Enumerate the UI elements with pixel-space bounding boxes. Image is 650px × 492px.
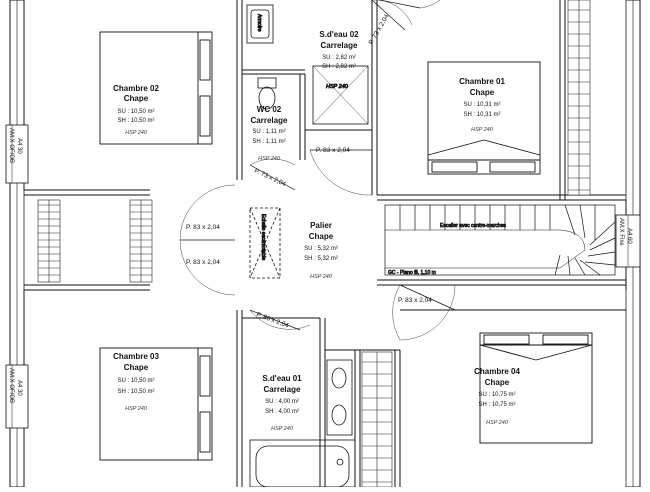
room-sh: SH : 4,00 m² (265, 409, 299, 415)
room-floor: Carrelage (264, 385, 301, 394)
door-label-sdeau-01: P. 83 x 2,04 (255, 311, 290, 329)
shower-sdeau-02: HSP 240 (312, 65, 369, 125)
room-name: Chambre 02 (113, 84, 159, 93)
staircase: Escalier avec contre-marches GC - Plano … (384, 204, 616, 276)
room-name: Chambre 01 (459, 77, 505, 86)
window-left-top-dim: A4 30 (16, 138, 22, 154)
door-label-sdeau-02: P. 73 x 2,04 (368, 13, 391, 46)
attic-ladder-label: Echelle escamotable (260, 214, 266, 260)
room-sh: SH : 2,82 m² (322, 64, 356, 70)
door-swings (179, 0, 456, 341)
door-label-chambre-04: P. 83 x 2,04 (398, 297, 432, 304)
room-hsp: HSP 240 (486, 420, 509, 426)
shower-hsp: HSP 240 (326, 84, 349, 90)
window-left-top: AM.X OF/OB A4 30 (5, 124, 29, 184)
room-su: SU : 1,11 m² (252, 129, 285, 135)
vanity-sdeau-01 (326, 359, 353, 436)
closet-bottom (361, 351, 393, 488)
attic-ladder: Echelle escamotable (249, 207, 281, 279)
bed-chambre-03 (99, 347, 213, 461)
room-floor: Chape (309, 232, 334, 241)
window-right-type: AM.X Fixe (618, 218, 624, 246)
room-su: SU : 4,00 m² (265, 399, 299, 405)
room-sh: SH : 10,50 m² (117, 389, 154, 395)
staircase-label: Escalier avec contre-marches (440, 223, 506, 229)
room-floor: Chape (470, 88, 495, 97)
room-hsp: HSP 240 (125, 406, 148, 412)
door-label-chambre-03: P. 83 x 2,04 (186, 259, 220, 266)
room-label-sdeau-01: S.d'eau 01 Carrelage SU : 4,00 m² SH : 4… (262, 374, 302, 432)
room-label-chambre-02: Chambre 02 Chape SU : 10,50 m² SH : 10,5… (113, 84, 159, 136)
window-left-bottom-dim: A4 30 (16, 380, 22, 396)
room-su: SU : 10,75 m² (478, 392, 515, 398)
room-hsp: HSP 240 (258, 156, 281, 162)
window-right-dim: A4 60 (626, 228, 632, 244)
armoire-label: Armoire (256, 14, 262, 32)
staircase-gc: GC - Plano fil. 1,10 m (388, 270, 436, 276)
bed-chambre-02 (99, 31, 213, 145)
room-label-chambre-01: Chambre 01 Chape SU : 10,31 m² SH : 10,3… (459, 77, 505, 133)
room-label-wc-02: WC 02 Carrelage SU : 1,11 m² SH : 1,11 m… (251, 105, 288, 162)
room-name: Chambre 03 (113, 352, 159, 361)
room-name: S.d'eau 02 (319, 30, 359, 39)
room-floor: Chape (124, 94, 149, 103)
room-floor: Chape (485, 378, 510, 387)
bathtub-sdeau-01 (249, 439, 356, 488)
room-sh: SH : 1,11 m² (252, 139, 285, 145)
room-name: Palier (310, 221, 332, 230)
room-sh: SH : 10,75 m² (478, 402, 515, 408)
room-name: Chambre 04 (474, 367, 520, 376)
door-label-chambre-02: P. 83 x 2,04 (186, 224, 220, 231)
interior-walls (24, 0, 626, 487)
room-floor: Carrelage (251, 116, 288, 125)
room-sh: SH : 10,31 m² (463, 112, 500, 118)
closet-right-top (567, 0, 591, 196)
window-left-bottom-type: AM.X OF/OB (8, 368, 14, 403)
room-su: SU : 2,82 m² (322, 55, 356, 61)
room-hsp: HSP 240 (471, 127, 494, 133)
room-su: SU : 10,31 m² (463, 102, 500, 108)
bed-chambre-04 (479, 332, 593, 444)
door-label-wc-02: P. 73 x 2,04 (253, 167, 287, 188)
room-floor: Carrelage (321, 41, 358, 50)
room-hsp: HSP 240 (125, 130, 148, 136)
sink-top: Armoire (246, 4, 274, 44)
room-label-sdeau-02: S.d'eau 02 Carrelage SU : 2,82 m² SH : 2… (319, 30, 359, 70)
room-su: SU : 10,50 m² (117, 378, 154, 384)
window-left-bottom: AM.X OF/OB A4 30 (5, 364, 29, 429)
room-name: S.d'eau 01 (262, 374, 302, 383)
room-hsp: HSP 240 (310, 274, 333, 280)
window-right: AM.X Fixe A4 60 (615, 214, 641, 268)
toilet-wc-02 (257, 77, 277, 110)
closet-left (37, 199, 153, 283)
room-sh: SH : 10,50 m² (117, 118, 154, 124)
door-label-chambre-01: P. 83 x 2,04 (316, 147, 350, 154)
wall-glazing (23, 0, 627, 487)
room-su: SU : 10,50 m² (117, 109, 154, 115)
room-hsp: HSP 240 (271, 426, 294, 432)
door-labels: P. 73 x 2,04 P. 83 x 2,04 P. 73 x 2,04 P… (186, 13, 432, 330)
room-label-chambre-04: Chambre 04 Chape SU : 10,75 m² SH : 10,7… (474, 367, 520, 426)
bed-chambre-01 (427, 61, 541, 175)
room-label-palier: Palier Chape SU : 5,32 m² SH : 5,32 m² H… (304, 221, 338, 280)
room-sh: SH : 5,32 m² (304, 256, 338, 262)
room-label-chambre-03: Chambre 03 Chape SU : 10,50 m² SH : 10,5… (113, 352, 159, 412)
room-floor: Chape (124, 363, 149, 372)
room-name: WC 02 (257, 105, 282, 114)
window-left-top-type: AM.X OF/OB (8, 128, 14, 163)
room-su: SU : 5,32 m² (304, 246, 338, 252)
